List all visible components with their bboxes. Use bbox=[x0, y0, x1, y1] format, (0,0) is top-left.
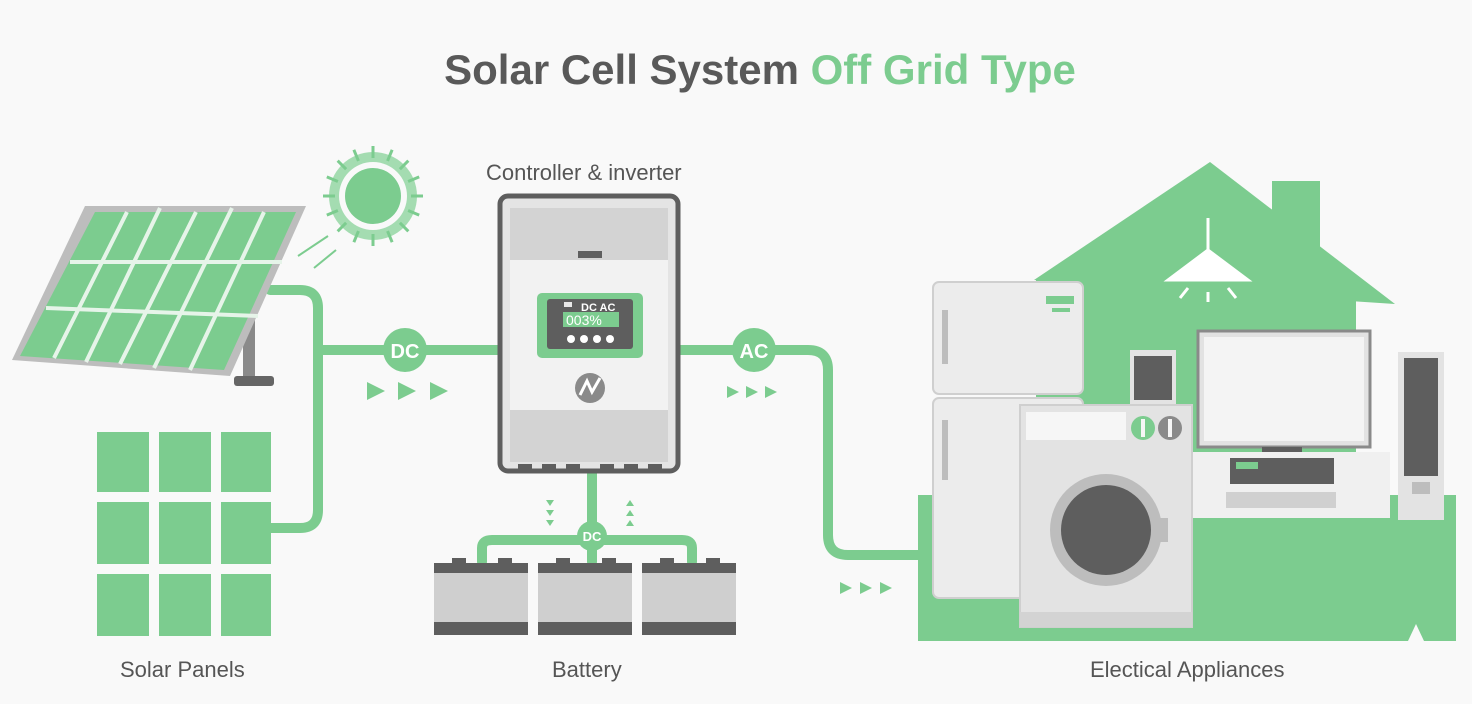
diagram-title: Solar Cell System Off Grid Type bbox=[0, 46, 1472, 94]
panel-base bbox=[234, 376, 274, 386]
sunlight-rays bbox=[297, 235, 337, 269]
sun-icon bbox=[323, 146, 423, 246]
sun-ray bbox=[326, 209, 339, 217]
sun-ray bbox=[386, 149, 394, 162]
battery-unit bbox=[538, 558, 632, 635]
panel-to-controller-wire bbox=[265, 285, 323, 533]
panel-cell-grid bbox=[45, 207, 282, 371]
washing-machine bbox=[1019, 404, 1193, 628]
ac-output-badge: AC bbox=[732, 328, 776, 372]
battery-label: Battery bbox=[552, 657, 622, 682]
sun-ray bbox=[352, 149, 360, 162]
controller-terminals bbox=[518, 464, 662, 472]
sun-ray bbox=[352, 230, 360, 243]
charge-arrows bbox=[546, 500, 634, 526]
flow-arrow-icon bbox=[727, 386, 777, 398]
dc-battery-badge: DC bbox=[577, 521, 607, 551]
lamp-icon bbox=[1163, 218, 1253, 302]
controller-label: Controller & inverter bbox=[486, 160, 682, 185]
sun-ray bbox=[336, 221, 348, 233]
sun-ray bbox=[386, 230, 394, 243]
dc-battery-label: DC bbox=[583, 529, 602, 544]
dc-input-label: DC bbox=[391, 341, 420, 363]
title-accent: Off Grid Type bbox=[810, 46, 1076, 93]
television bbox=[1196, 329, 1372, 453]
audio-console bbox=[1190, 452, 1390, 518]
battery-bank bbox=[434, 558, 736, 635]
flow-arrow-icon bbox=[367, 382, 448, 400]
speaker-left bbox=[1130, 350, 1176, 410]
battery-unit bbox=[642, 558, 736, 635]
display-reading: 003% bbox=[566, 312, 602, 328]
sun-ray bbox=[407, 209, 420, 217]
sun-ray bbox=[398, 221, 410, 233]
sun-ray bbox=[398, 159, 410, 171]
battery-unit bbox=[434, 558, 528, 635]
ac-output-label: AC bbox=[740, 341, 769, 363]
dc-input-badge: DC bbox=[383, 328, 427, 372]
sun-ray bbox=[326, 175, 339, 183]
controller-display: DC AC 003% bbox=[537, 293, 643, 358]
bolt-icon bbox=[575, 373, 605, 403]
flow-arrow-icon bbox=[840, 582, 892, 594]
controller-inverter: DC AC 003% bbox=[497, 193, 681, 474]
ac-wire bbox=[671, 345, 923, 560]
appliances-label: Electical Appliances bbox=[1090, 657, 1285, 682]
speaker-right bbox=[1398, 352, 1444, 520]
title-main: Solar Cell System bbox=[444, 46, 799, 93]
display-modes: DC AC bbox=[581, 302, 615, 314]
solar-panel-array bbox=[12, 206, 306, 386]
sun-ray bbox=[407, 175, 420, 183]
solar-panel-grid bbox=[97, 432, 271, 636]
sun-ray bbox=[336, 159, 348, 171]
solar-panels-label: Solar Panels bbox=[120, 657, 245, 682]
